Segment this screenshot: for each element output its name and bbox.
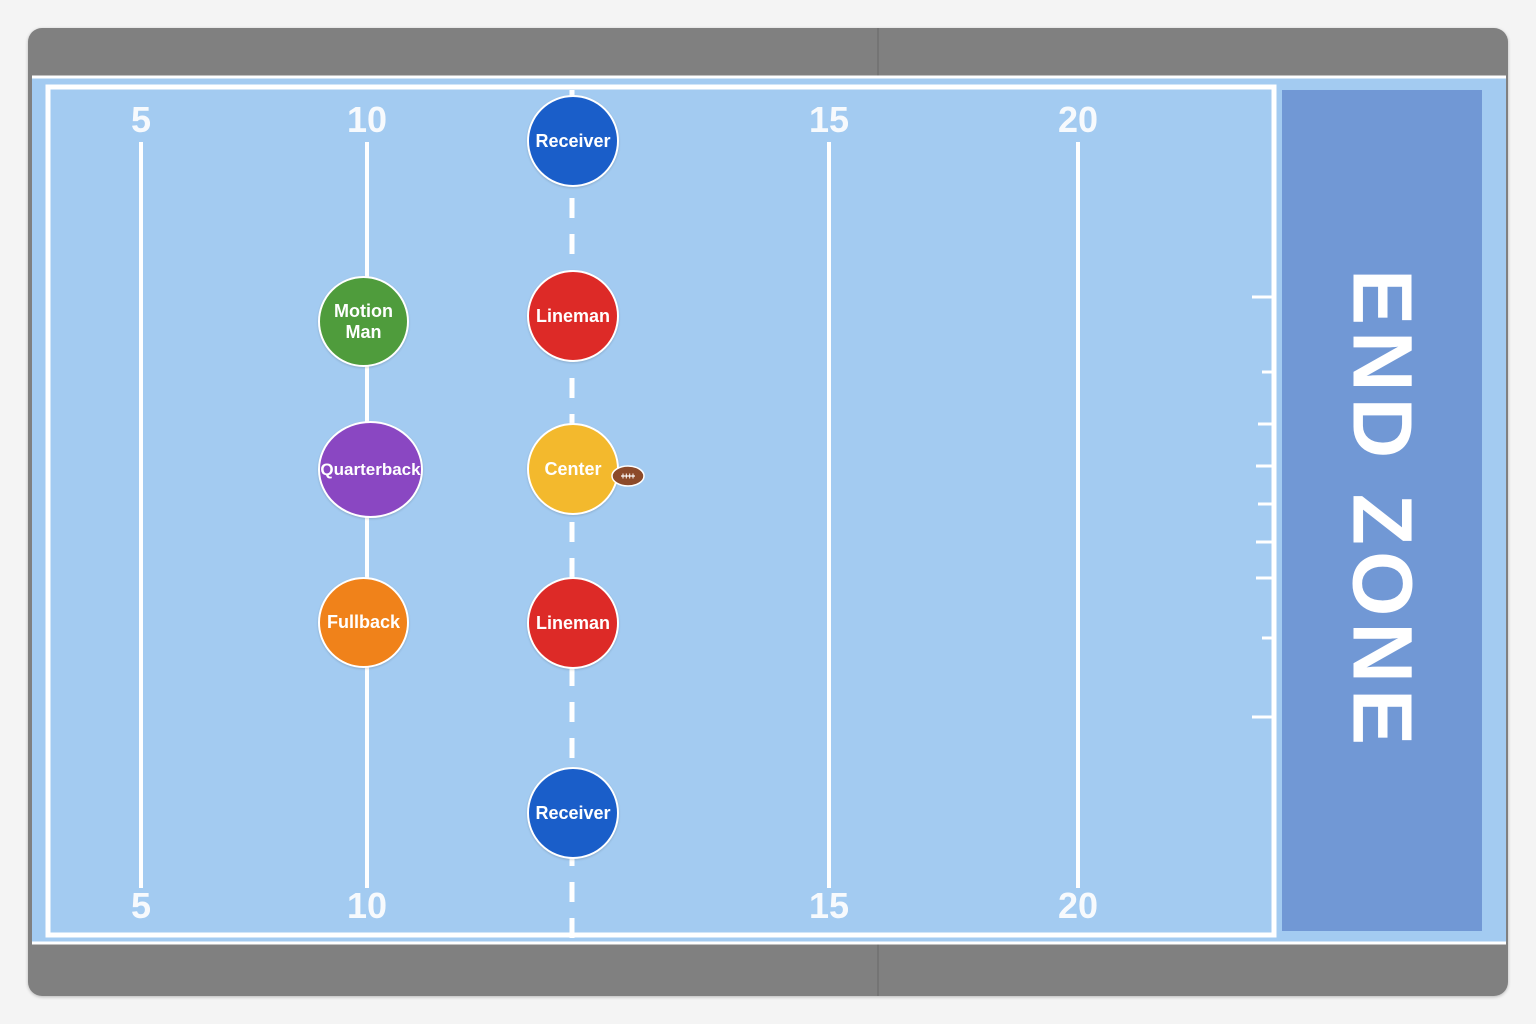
goal-line-hash-marks [1252, 295, 1274, 719]
player-label: Fullback [326, 612, 401, 632]
field-frame [28, 28, 1508, 996]
player-receiver-bottom[interactable]: Receiver [527, 767, 619, 859]
player-fullback[interactable]: Fullback [318, 577, 409, 668]
player-lineman-top[interactable]: Lineman [527, 270, 619, 362]
player-label: Center [544, 458, 602, 479]
top-rail-seam [877, 28, 879, 76]
yard-number-top: 5 [130, 99, 152, 140]
yard-number-bottom: 5 [130, 885, 152, 926]
player-quarterback[interactable]: Quarterback [318, 421, 423, 518]
yard-number-bottom: 10 [346, 885, 388, 926]
yard-number-top: 20 [1057, 99, 1099, 140]
player-motion-man[interactable]: Motion Man [318, 276, 409, 367]
end-zone-label: END ZONE [1335, 268, 1430, 752]
player-label: Receiver [535, 802, 611, 823]
player-center[interactable]: Center [527, 423, 619, 515]
yard-number-top: 15 [808, 99, 850, 140]
player-label: Lineman [535, 305, 610, 326]
end-zone [1282, 90, 1482, 931]
player-lineman-bottom[interactable]: Lineman [527, 577, 619, 669]
playing-field [32, 76, 1506, 944]
player-label: Receiver [535, 130, 611, 151]
player-label: Motion Man [334, 300, 393, 342]
yard-number-top: 10 [346, 99, 388, 140]
yard-number-bottom: 15 [808, 885, 850, 926]
bottom-rail-seam [877, 944, 879, 996]
sideline-boundary [45, 84, 1277, 938]
football-icon[interactable] [611, 465, 645, 487]
player-receiver-top[interactable]: Receiver [527, 95, 619, 187]
player-label: Quarterback [320, 460, 421, 479]
player-label: Lineman [535, 612, 610, 633]
yard-number-bottom: 20 [1057, 885, 1099, 926]
